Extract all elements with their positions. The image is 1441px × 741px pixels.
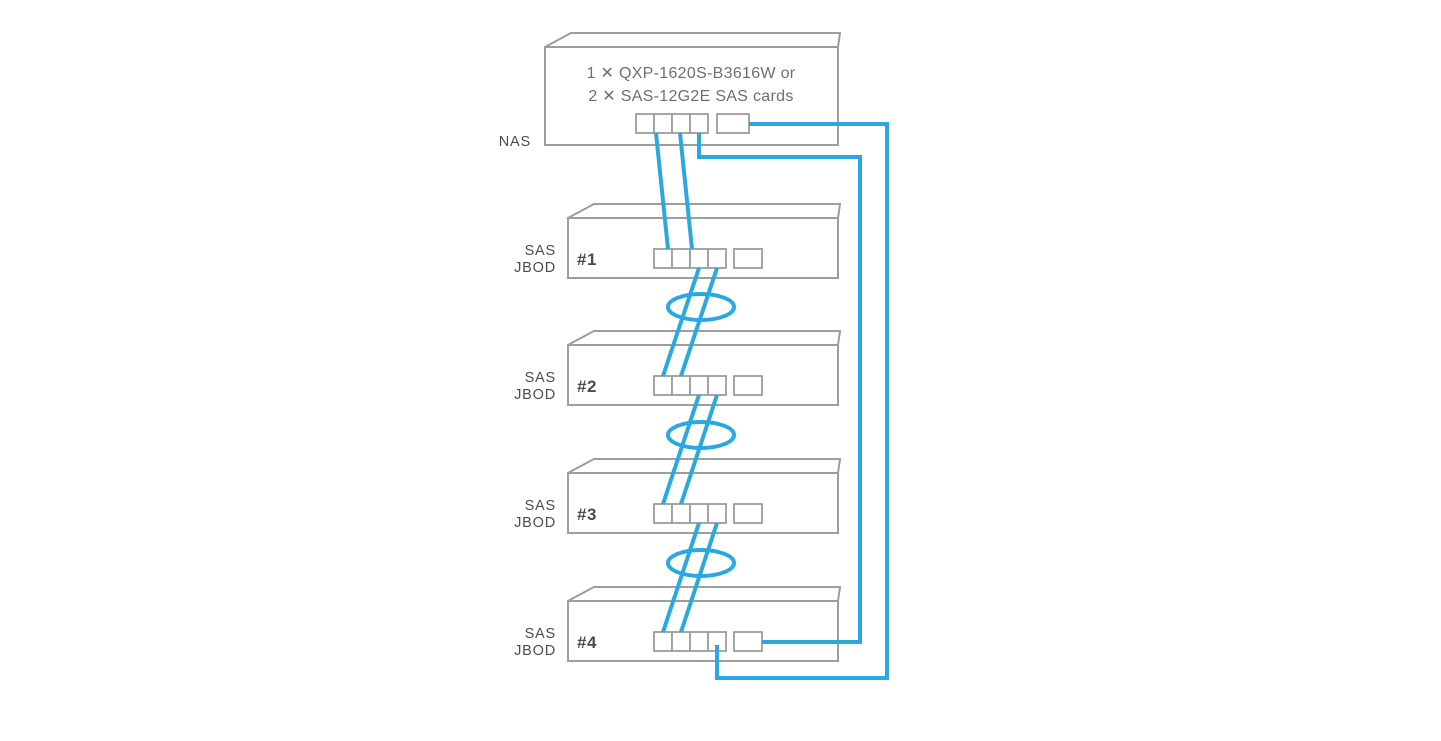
cable-coil-1 — [666, 292, 736, 322]
sas-port — [671, 113, 691, 134]
jbod3-type-label-line1: SAS — [525, 498, 556, 514]
nas-top-face — [544, 32, 842, 48]
jbod1-ports — [653, 248, 763, 269]
sas-port — [707, 375, 727, 396]
jbod2-ports — [653, 375, 763, 396]
sas-port — [671, 375, 691, 396]
sas-cable-jbod3-to-jbod4-a — [661, 522, 701, 633]
sas-port — [653, 248, 673, 269]
nas-unit: 1 ✕ QXP-1620S-B3616W or 2 ✕ SAS-12G2E SA… — [544, 32, 842, 146]
jbod3-type-label-line2: JBOD — [514, 515, 556, 531]
jbod4-number: #4 — [577, 633, 597, 652]
sas-port — [653, 375, 673, 396]
sas-cable-nas-to-jbod4-outer — [715, 122, 889, 680]
jbod2-top-face — [567, 330, 842, 346]
jbod3-number: #3 — [577, 505, 597, 524]
sas-wide-port — [733, 631, 763, 652]
jbod1-number: #1 — [577, 250, 597, 269]
sas-port — [671, 631, 691, 652]
sas-port — [671, 503, 691, 524]
jbod-unit-3: #3 — [567, 458, 842, 534]
jbod1-front-face — [567, 217, 839, 279]
sas-port — [689, 503, 709, 524]
sas-port — [653, 631, 673, 652]
sas-port — [653, 113, 673, 134]
jbod-unit-2: #2 — [567, 330, 842, 406]
jbod2-front-face — [567, 344, 839, 406]
jbod-unit-4: #4 — [567, 586, 842, 662]
sas-port — [689, 631, 709, 652]
sas-port — [689, 248, 709, 269]
sas-port — [707, 503, 727, 524]
sas-port — [635, 113, 655, 134]
sas-cable-jbod1-to-jbod2-a — [661, 267, 701, 377]
jbod3-ports — [653, 503, 763, 524]
sas-port — [707, 248, 727, 269]
jbod-unit-1: #1 — [567, 203, 842, 279]
sas-wide-port — [716, 113, 750, 134]
jbod4-front-face — [567, 600, 839, 662]
sas-wide-port — [733, 375, 763, 396]
sas-wide-port — [733, 248, 763, 269]
jbod1-type-label-line1: SAS — [525, 243, 556, 259]
nas-description-line1: 1 ✕ QXP-1620S-B3616W or — [587, 65, 796, 82]
jbod4-ports — [653, 631, 763, 652]
sas-cable-jbod1-to-jbod2-b — [679, 267, 719, 377]
sas-wide-port — [733, 503, 763, 524]
jbod4-type-label-line2: JBOD — [514, 643, 556, 659]
jbod1-top-face — [567, 203, 842, 219]
sas-port — [653, 503, 673, 524]
sas-port — [689, 375, 709, 396]
sas-port — [671, 248, 691, 269]
jbod4-top-face — [567, 586, 842, 602]
sas-cable-nas-to-jbod1-a — [654, 132, 670, 250]
nas-ports — [635, 113, 750, 134]
cable-coil-3 — [666, 548, 736, 578]
sas-cable-nas-to-jbod4-inner — [697, 133, 862, 644]
nas-description-line2: 2 ✕ SAS-12G2E SAS cards — [588, 88, 793, 105]
jbod2-number: #2 — [577, 377, 597, 396]
jbod3-top-face — [567, 458, 842, 474]
jbod2-type-label-line1: SAS — [525, 370, 556, 386]
jbod4-type-label-line1: SAS — [525, 626, 556, 642]
jbod1-type-label-line2: JBOD — [514, 260, 556, 276]
sas-cable-nas-to-jbod1-b — [678, 132, 694, 250]
cable-coil-2 — [666, 420, 736, 450]
sas-port — [689, 113, 709, 134]
sas-cable-jbod2-to-jbod3-a — [661, 394, 701, 505]
nas-label: NAS — [499, 134, 531, 150]
jbod2-type-label-line2: JBOD — [514, 387, 556, 403]
sas-cables — [654, 122, 889, 680]
jbod3-front-face — [567, 472, 839, 534]
